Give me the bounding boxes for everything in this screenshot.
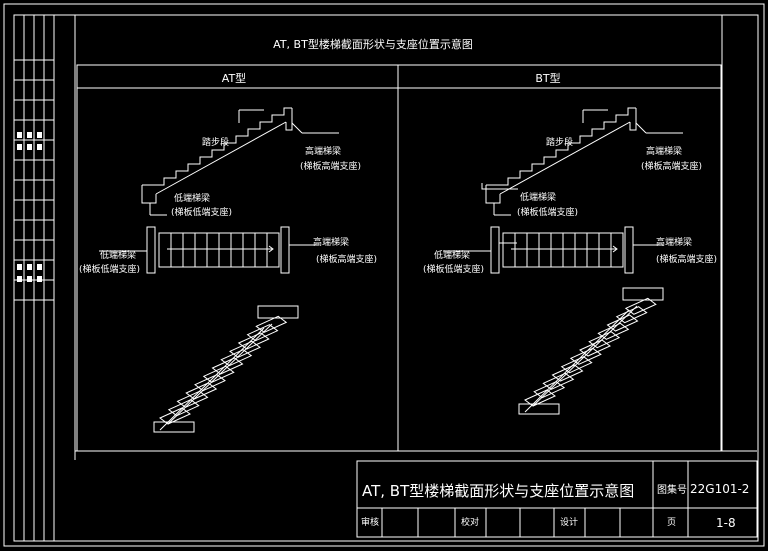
- bt-plan-high-beam-label: 高端梯梁: [656, 236, 692, 248]
- margin-mark: [27, 276, 32, 282]
- plan-high-beam: [280, 226, 290, 274]
- at-plan-low-beam-label: 低端梯梁: [100, 249, 136, 261]
- high-beam-leader: [291, 122, 303, 134]
- stair-3d-step: [194, 374, 226, 392]
- stair-3d-low-beam: [518, 403, 560, 415]
- stair-3d-step: [185, 382, 218, 400]
- design-label: 设计: [560, 516, 578, 528]
- drawing-title: AT, BT型楼梯截面形状与支座位置示意图: [273, 37, 473, 51]
- bt-low-beam-label: 低端梯梁: [520, 191, 556, 203]
- plan-low-beam: [146, 226, 156, 274]
- low-beam-outline: [485, 185, 501, 204]
- bt-landing-slab: [481, 183, 518, 190]
- at-low-support-label: (梯板低端支座): [171, 206, 232, 218]
- bt-plan-low-beam-label: 低端梯梁: [434, 249, 470, 261]
- stair-soffit: [155, 121, 287, 195]
- margin-mark: [37, 132, 42, 138]
- check-label: 校对: [461, 516, 479, 528]
- margin-mark: [17, 276, 22, 282]
- title-block-title: AT, BT型楼梯截面形状与支座位置示意图: [362, 482, 634, 500]
- stair-3d-step: [211, 357, 244, 375]
- bt-plan-low-support-label: (梯板低端支座): [423, 263, 484, 275]
- margin-mark: [17, 132, 22, 138]
- atlas-no-label: 图集号: [657, 483, 687, 496]
- diagram-box: [76, 64, 722, 452]
- page-label: 页: [667, 517, 676, 528]
- plan-low-beam: [490, 226, 500, 274]
- high-beam-outline: [629, 108, 637, 131]
- panel-label-at: AT型: [222, 71, 246, 85]
- review-label: 审核: [361, 516, 379, 528]
- stair-soffit: [499, 121, 631, 195]
- margin-mark: [37, 144, 42, 150]
- stair-treads: [496, 107, 636, 186]
- stair-3d-step: [533, 381, 566, 399]
- stair-3d-high-beam: [622, 287, 664, 301]
- outer-border: [3, 3, 765, 547]
- at-plan-high-beam-label: 高端梯梁: [313, 236, 349, 248]
- margin-mark: [27, 144, 32, 150]
- margin-mark: [37, 276, 42, 282]
- stair-3d-step: [202, 365, 235, 383]
- page-no-value: 1-8: [716, 516, 736, 530]
- margin-mark: [17, 144, 22, 150]
- bt-low-support-label: (梯板低端支座): [517, 206, 578, 218]
- stair-3d-edge: [159, 327, 265, 431]
- stair-3d-step: [606, 314, 639, 332]
- margin-mark: [27, 132, 32, 138]
- at-tread-label: 踏步段: [202, 136, 229, 148]
- plan-arrowhead: [268, 245, 274, 253]
- stair-3d-low-beam: [153, 421, 195, 433]
- high-beam-leader: [635, 122, 647, 134]
- stair-3d-step: [597, 322, 630, 340]
- stair-3d-edge: [167, 323, 273, 425]
- at-plan-low-support-label: (梯板低端支座): [79, 263, 140, 275]
- panel-label-bt: BT型: [535, 71, 560, 85]
- bt-high-beam-label: 高端梯梁: [646, 145, 682, 157]
- side-margin-marks: [17, 132, 42, 282]
- stair-3d-step: [176, 390, 209, 408]
- stair-3d-edge: [524, 309, 630, 413]
- bt-plan-high-support-label: (梯板高端支座): [656, 253, 717, 265]
- at-high-support-label: (梯板高端支座): [300, 160, 361, 172]
- bt-high-support-label: (梯板高端支座): [641, 160, 702, 172]
- bt-tread-label: 踏步段: [546, 136, 573, 148]
- inner-border: [13, 14, 759, 542]
- atlas-no-value: 22G101-2: [690, 482, 749, 496]
- margin-mark: [27, 264, 32, 270]
- plan-high-beam: [624, 226, 634, 274]
- stair-3d-step: [615, 306, 648, 324]
- margin-mark: [17, 264, 22, 270]
- stair-3d-step: [220, 349, 253, 367]
- plan-arrowhead: [612, 245, 618, 253]
- stair-treads: [152, 107, 292, 186]
- title-block: [356, 460, 758, 538]
- stair-3d-step: [229, 340, 261, 358]
- high-beam-outline: [285, 108, 293, 131]
- margin-mark: [37, 264, 42, 270]
- at-plan-high-support-label: (梯板高端支座): [316, 253, 377, 265]
- stair-3d-step: [542, 372, 575, 390]
- stair-3d-step: [167, 399, 200, 417]
- stair-3d-step: [569, 347, 602, 365]
- stair-3d-step: [551, 364, 584, 382]
- stair-3d-edge: [532, 305, 638, 407]
- at-high-beam-label: 高端梯梁: [305, 145, 341, 157]
- stair-3d-step: [624, 297, 657, 315]
- low-beam-outline: [141, 185, 157, 204]
- at-low-beam-label: 低端梯梁: [174, 192, 210, 204]
- stair-3d-high-beam: [257, 305, 299, 319]
